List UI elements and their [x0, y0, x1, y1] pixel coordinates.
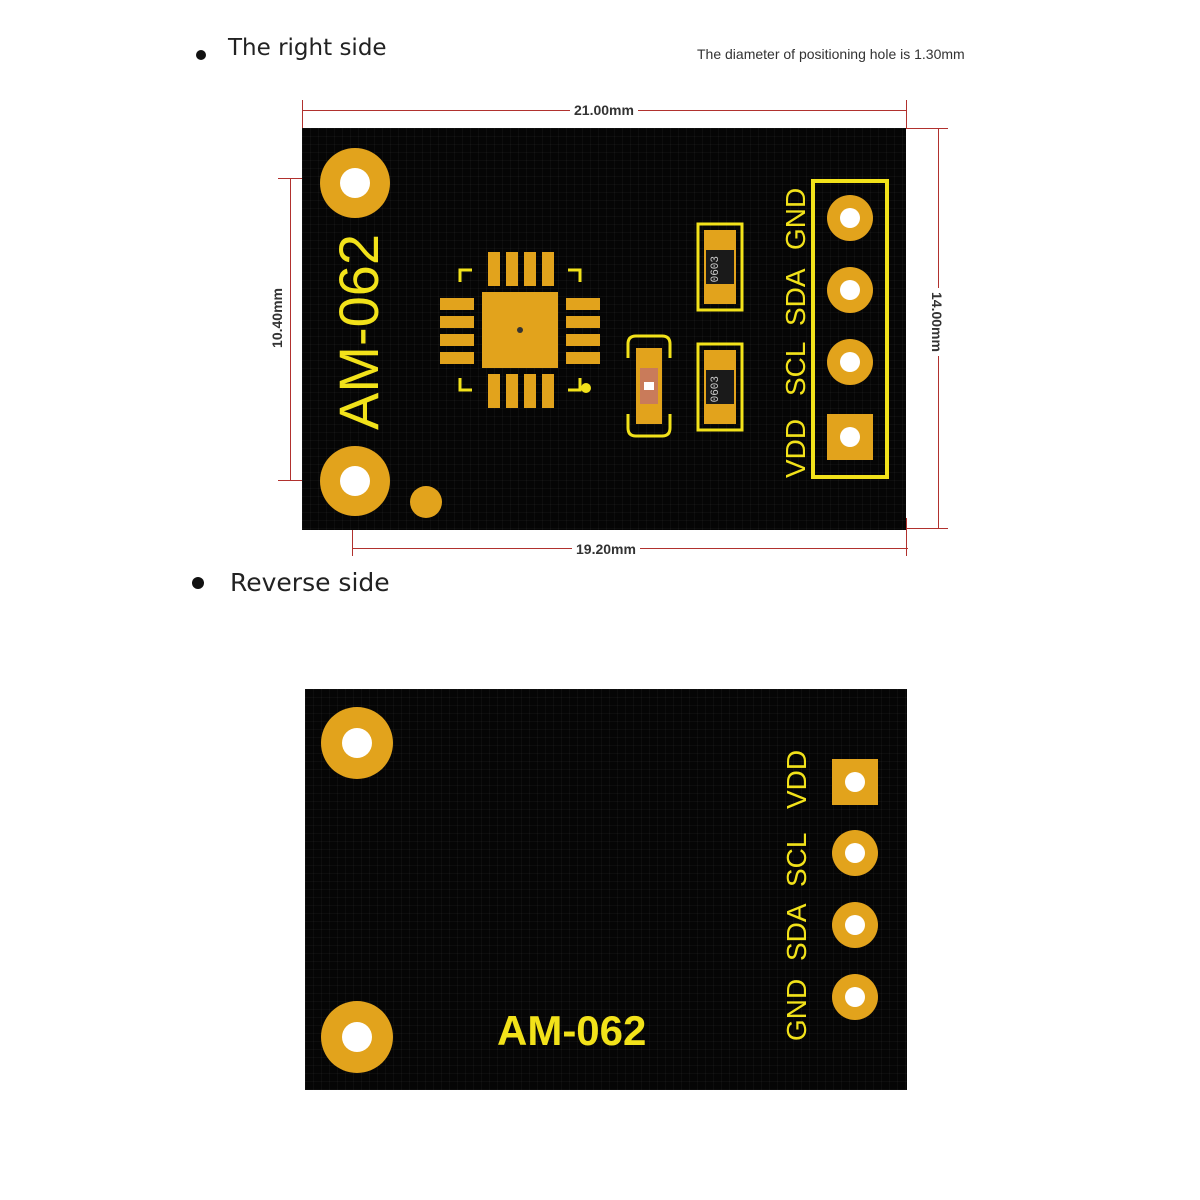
dim-extension-right — [906, 100, 907, 128]
pin-header-front — [811, 179, 889, 479]
dim-extension-height-top — [906, 128, 948, 129]
mounting-hole-top — [320, 148, 390, 218]
pcb-reverse: AM-062 VDD SCL SDA GND — [305, 689, 907, 1090]
capacitor — [626, 334, 672, 438]
pin-header-reverse — [832, 759, 878, 1020]
front-pin-label-scl: SCL — [780, 341, 811, 396]
resistor-top — [696, 222, 744, 312]
resistor-bottom-code: 0603 — [710, 376, 722, 403]
front-pin-label-gnd: GND — [780, 187, 811, 250]
reverse-pin-label-gnd: GND — [781, 978, 812, 1041]
dim-label-top-width: 21.00mm — [570, 101, 638, 119]
heading-reverse: Reverse side — [230, 568, 390, 597]
dim-extension-height-bottom — [906, 528, 948, 529]
ic-chip — [440, 252, 600, 408]
resistor-top-code: 0603 — [710, 256, 722, 283]
pcb-front: AM-062 0603 — [302, 128, 906, 530]
mounting-hole-bottom — [320, 446, 390, 516]
reverse-mounting-hole-bottom — [321, 1001, 393, 1073]
reverse-model-label: AM-062 — [497, 1007, 647, 1054]
pcb-texture — [302, 128, 906, 530]
dim-extension-bottom-right — [906, 518, 907, 556]
reverse-mounting-hole-top — [321, 707, 393, 779]
heading-front: The right side — [228, 35, 387, 61]
dim-extension-bottom-left — [352, 518, 353, 556]
reverse-pin-label-sda: SDA — [781, 903, 812, 961]
front-pin-label-vdd: VDD — [780, 418, 811, 478]
reverse-pin-label-vdd: VDD — [781, 749, 812, 809]
resistor-bottom — [696, 342, 744, 432]
dim-label-bottom-width: 19.20mm — [572, 540, 640, 558]
bullet-reverse — [192, 577, 204, 589]
dim-extension-left — [302, 100, 303, 128]
dim-label-height: 14.00mm — [928, 288, 946, 356]
test-pad — [410, 486, 442, 518]
pcb-texture-reverse — [305, 689, 907, 1090]
front-pin-label-sda: SDA — [780, 268, 811, 326]
dim-line-hole-spacing — [290, 178, 291, 480]
dim-label-hole-spacing: 10.40mm — [268, 284, 286, 352]
reverse-pin-label-scl: SCL — [781, 832, 812, 887]
bullet-front — [196, 50, 206, 60]
positioning-hole-note: The diameter of positioning hole is 1.30… — [697, 46, 965, 62]
front-model-label: AM-062 — [327, 233, 390, 430]
